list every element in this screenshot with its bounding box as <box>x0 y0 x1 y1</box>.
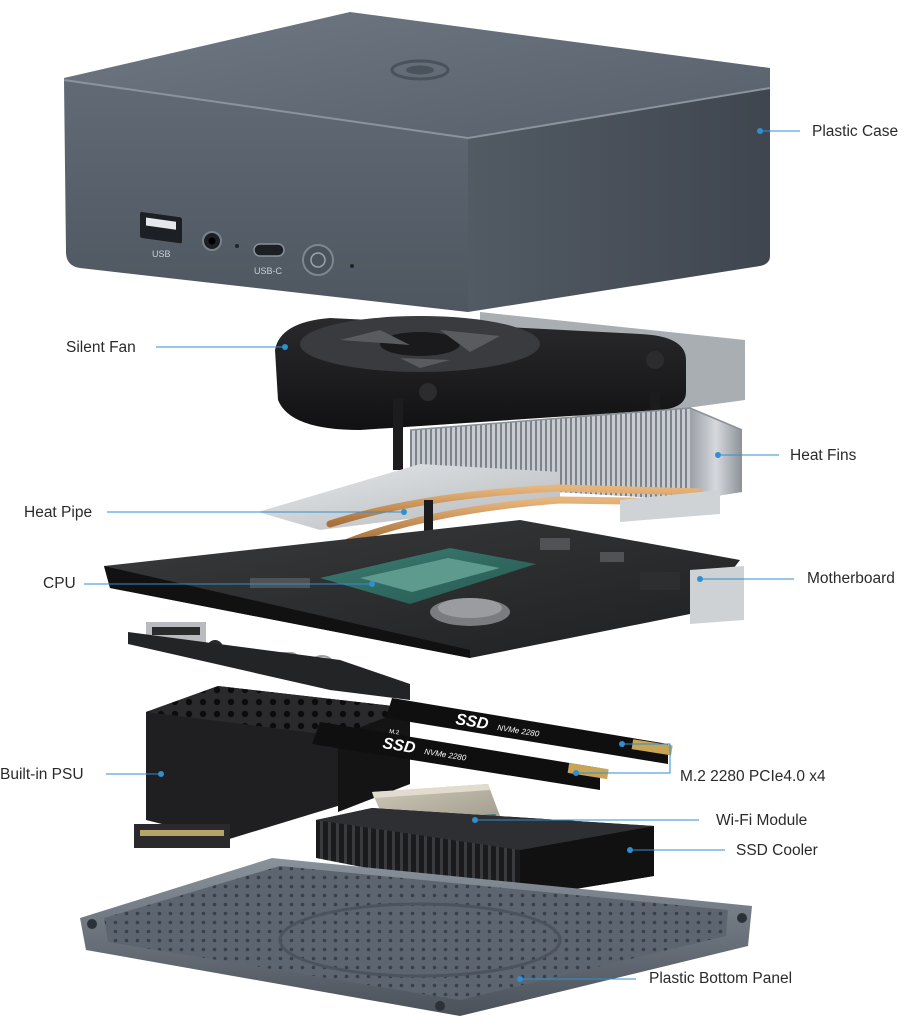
plastic-bottom-panel <box>80 858 752 1016</box>
label-wifi-module: Wi-Fi Module <box>716 812 808 829</box>
label-motherboard: Motherboard <box>807 570 895 587</box>
ssd-brand-top: SSD <box>454 711 490 733</box>
built-in-psu <box>134 686 410 848</box>
label-cpu: CPU <box>43 575 76 592</box>
usb-port-label: USB <box>152 249 171 259</box>
ssd-small-bottom: M.2 <box>389 729 400 737</box>
label-ssd-cooler: SSD Cooler <box>736 842 818 859</box>
ssd-small-top: M.2 <box>462 705 473 713</box>
label-plastic-case: Plastic Case <box>812 123 899 140</box>
ssd-cooler <box>316 808 654 898</box>
label-built-in-psu: Built-in PSU <box>0 766 84 783</box>
label-plastic-bottom-panel: Plastic Bottom Panel <box>649 970 793 987</box>
heat-pipe <box>258 464 720 548</box>
usb-c-port-label: USB-C <box>254 266 283 276</box>
label-heat-fins: Heat Fins <box>790 447 857 464</box>
label-silent-fan: Silent Fan <box>66 339 136 356</box>
label-m2-ssd: M.2 2280 PCIe4.0 x4 <box>680 768 826 785</box>
label-heat-pipe: Heat Pipe <box>24 504 93 521</box>
silent-fan <box>275 312 745 470</box>
leader-dots <box>158 128 763 982</box>
plastic-case <box>63 12 771 312</box>
motherboard <box>104 520 744 700</box>
m2-ssd-stack <box>312 698 673 790</box>
leader-lines <box>84 130 800 980</box>
ssd-brand-bottom: SSD <box>381 735 417 757</box>
